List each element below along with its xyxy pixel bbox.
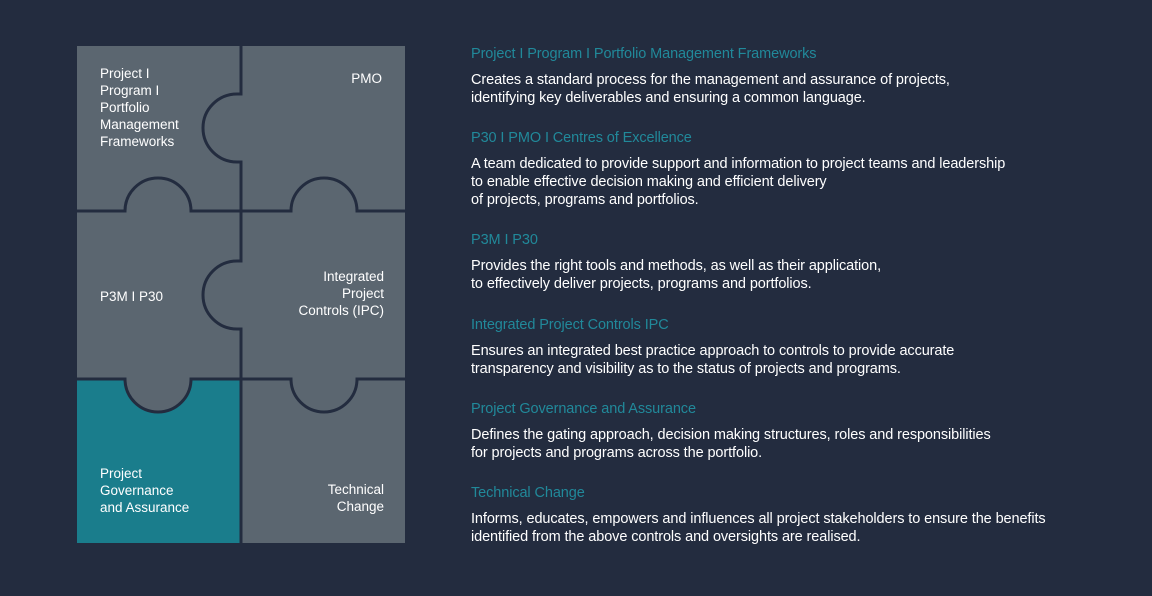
description-body: Provides the right tools and methods, as… — [471, 258, 881, 292]
description-title: Integrated Project Controls IPC — [471, 317, 669, 333]
knob-p3m-bottom — [125, 379, 191, 412]
description-technical: Technical Change Informs, educates, empo… — [471, 484, 1131, 546]
description-body: Creates a standard process for the manag… — [471, 72, 950, 106]
puzzle-piece-p3m[interactable] — [77, 212, 241, 379]
seam-row2-horizontal — [77, 377, 405, 414]
piece-label-frameworks: Project I Program I Portfolio Management… — [100, 66, 179, 149]
knob-ipc-top — [291, 178, 357, 211]
description-title: Project I Program I Portfolio Management… — [471, 46, 817, 62]
description-frameworks: Project I Program I Portfolio Management… — [471, 45, 1131, 107]
knob-p3m-top — [125, 178, 191, 211]
puzzle-piece-ipc[interactable] — [241, 212, 405, 379]
piece-label-governance: Project Governance and Assurance — [100, 466, 190, 515]
description-ipc: Integrated Project Controls IPC Ensures … — [471, 316, 1131, 378]
description-body: A team dedicated to provide support and … — [471, 156, 1006, 208]
description-p3m: P3M I P30 Provides the right tools and m… — [471, 231, 1131, 293]
piece-label-ipc: Integrated Project Controls (IPC) — [298, 269, 384, 318]
seam-row1-vertical — [201, 46, 243, 212]
description-title: P30 I PMO I Centres of Excellence — [471, 130, 692, 146]
seam-row2-vertical — [201, 212, 243, 379]
description-pmo: P30 I PMO I Centres of Excellence A team… — [471, 129, 1131, 209]
piece-label-technical: Technical Change — [327, 482, 384, 514]
seam-row1-horizontal — [77, 176, 405, 213]
description-title: Technical Change — [471, 485, 585, 501]
description-body: Ensures an integrated best practice appr… — [471, 343, 955, 377]
description-title: Project Governance and Assurance — [471, 401, 696, 417]
description-body: Informs, educates, empowers and influenc… — [471, 511, 1046, 545]
piece-label-p3m: P3M I P30 — [100, 289, 164, 304]
description-governance: Project Governance and Assurance Defines… — [471, 400, 1131, 462]
description-body: Defines the gating approach, decision ma… — [471, 427, 991, 461]
description-title: P3M I P30 — [471, 232, 538, 248]
knob-ipc-bottom — [291, 379, 357, 412]
piece-label-pmo: PMO — [351, 71, 382, 86]
